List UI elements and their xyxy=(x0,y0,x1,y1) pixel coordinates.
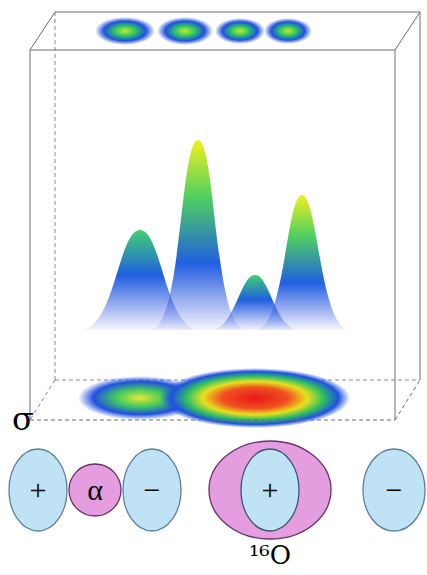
symbol-label: σ xyxy=(12,403,34,435)
nucleus-label: ¹⁶O xyxy=(249,542,291,568)
sign-label: − xyxy=(144,475,161,505)
oxygen-core: ¹⁶O+ xyxy=(208,440,332,540)
sign-label: + xyxy=(30,475,47,505)
orbital-lobe: + xyxy=(8,448,68,532)
sign-label: + xyxy=(262,475,279,505)
alpha-cluster: α xyxy=(68,463,122,517)
sign-label: α xyxy=(87,475,103,505)
sign-label: − xyxy=(386,475,403,505)
orbital-lobe: − xyxy=(362,448,426,532)
orbital-lobe: − xyxy=(122,448,182,532)
orbital-lobe: + xyxy=(240,448,300,532)
